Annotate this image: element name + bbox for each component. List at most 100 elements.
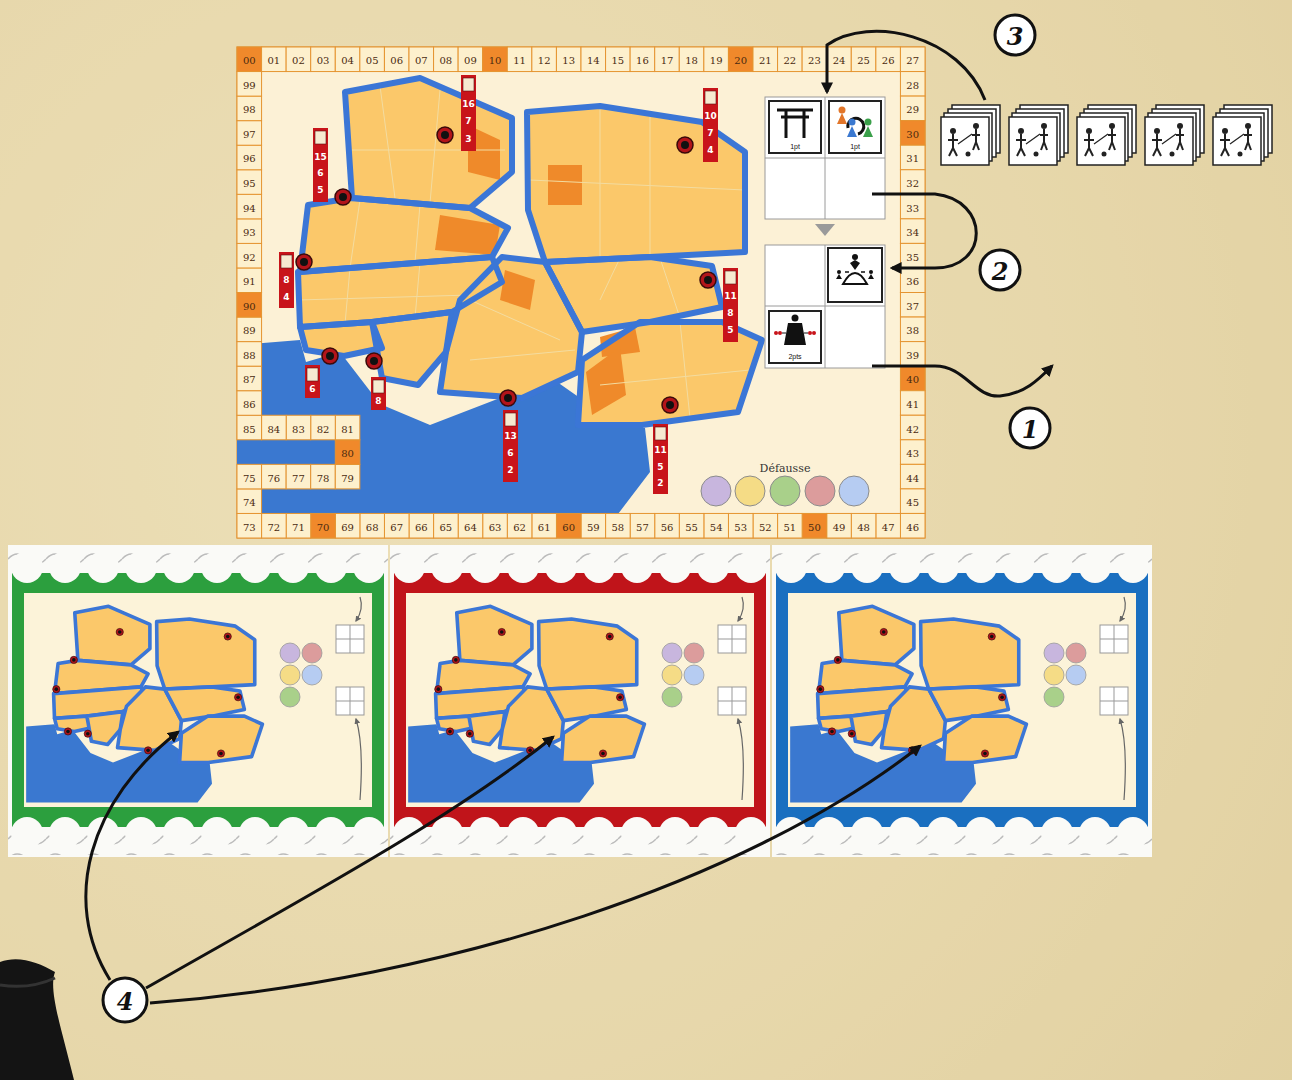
action-tiles-part [828,248,882,302]
score-number: 54 [710,522,723,533]
score-number-holder: 14 [587,51,600,67]
score-number-holder: 93 [243,223,256,239]
score-number: 69 [341,522,354,533]
action-slots-part [765,97,885,219]
score-number: 61 [538,522,551,533]
score-cell [655,47,680,72]
score-cell [409,513,434,538]
flow-arrows [86,31,1052,1003]
province-value-holder: 6 [317,163,323,179]
province-value: 7 [465,116,471,126]
score-cell [237,464,262,489]
score-number: 80 [341,448,354,459]
score-cell [507,47,532,72]
action-tiles-part [836,274,842,279]
score-cell [900,317,925,342]
callout-circles-part [995,15,1035,55]
score-cell [827,47,852,72]
score-cell [900,194,925,219]
action-tile: 1pt [768,100,822,154]
score-number-holder: 52 [759,518,772,534]
province-value: 2 [507,465,513,475]
province-banners-part [305,365,320,398]
score-track [237,47,925,538]
score-number: 06 [390,55,403,66]
callout-number: 1 [1022,415,1039,444]
score-cell [237,243,262,268]
score-cell [237,219,262,244]
province-value-holder: 11 [654,440,667,456]
score-cell [237,342,262,367]
score-number-holder: 86 [243,395,256,411]
action-tiles-part [869,270,873,274]
province-value-holder: 10 [704,106,717,122]
bag [0,959,74,1080]
score-cell [311,513,336,538]
score-number-holder: 38 [906,321,919,337]
score-cell [900,72,925,97]
score-cell [360,47,385,72]
callout-number-holder: 4 [117,987,134,1016]
score-cell [851,513,876,538]
score-cell [237,194,262,219]
province-value-holder: 6 [309,379,315,395]
score-number: 39 [906,350,919,361]
province-banners-part [703,88,718,162]
action-tiles-part [847,126,857,137]
score-cell [507,513,532,538]
score-number: 13 [562,55,575,66]
callout-number: 4 [117,987,134,1016]
action-tile: 1pt [828,100,882,154]
score-number: 96 [243,153,256,164]
card-stacks-part [1213,105,1272,165]
score-number: 00 [243,55,256,66]
callout-number-holder: 3 [1007,22,1024,51]
province-value: 5 [727,325,733,335]
score-cell [532,513,557,538]
bag-part [0,978,55,986]
action-tiles-part [837,270,841,274]
action-slots-part [815,224,835,236]
score-number-holder: 29 [906,100,919,116]
discard-spaces-part [805,476,835,506]
province-value-holder: 13 [504,426,517,442]
score-number-holder: 75 [243,469,256,485]
score-cell [655,513,680,538]
score-number-holder: 92 [243,248,256,264]
score-number-holder: 17 [661,51,674,67]
score-number-holder: 88 [243,346,256,362]
score-number: 17 [661,55,674,66]
score-number-holder: 37 [906,297,919,313]
province-value-holder: 7 [707,123,713,139]
score-number-holder: 35 [906,248,919,264]
province-banners-part-part [281,255,292,268]
score-number: 94 [243,203,256,214]
province-value-holder: 5 [727,320,733,336]
callout-circles [103,15,1050,1022]
score-cell [237,268,262,293]
score-number: 92 [243,252,256,263]
score-number: 11 [513,55,526,66]
action-slots-part [765,97,885,219]
score-cell [704,47,729,72]
province-banners-part [279,252,294,308]
province-value: 6 [507,448,513,458]
score-number: 18 [685,55,698,66]
score-number: 76 [267,473,280,484]
score-number-holder: 78 [317,469,330,485]
score-number-holder: 47 [882,518,895,534]
score-cell [556,47,581,72]
province-banners-part-part [373,380,384,393]
flow-arrows-part [827,31,985,100]
score-cell [434,47,459,72]
action-tiles-part [850,260,860,270]
score-number-holder: 39 [906,346,919,362]
callout-number-holder: 2 [992,257,1009,286]
score-cell [237,96,262,121]
score-number: 09 [464,55,477,66]
score-number-holder: 41 [906,395,919,411]
flow-arrows-part [150,746,920,1003]
score-cell [606,513,631,538]
score-number-holder: 57 [636,518,649,534]
game-board [237,47,925,538]
